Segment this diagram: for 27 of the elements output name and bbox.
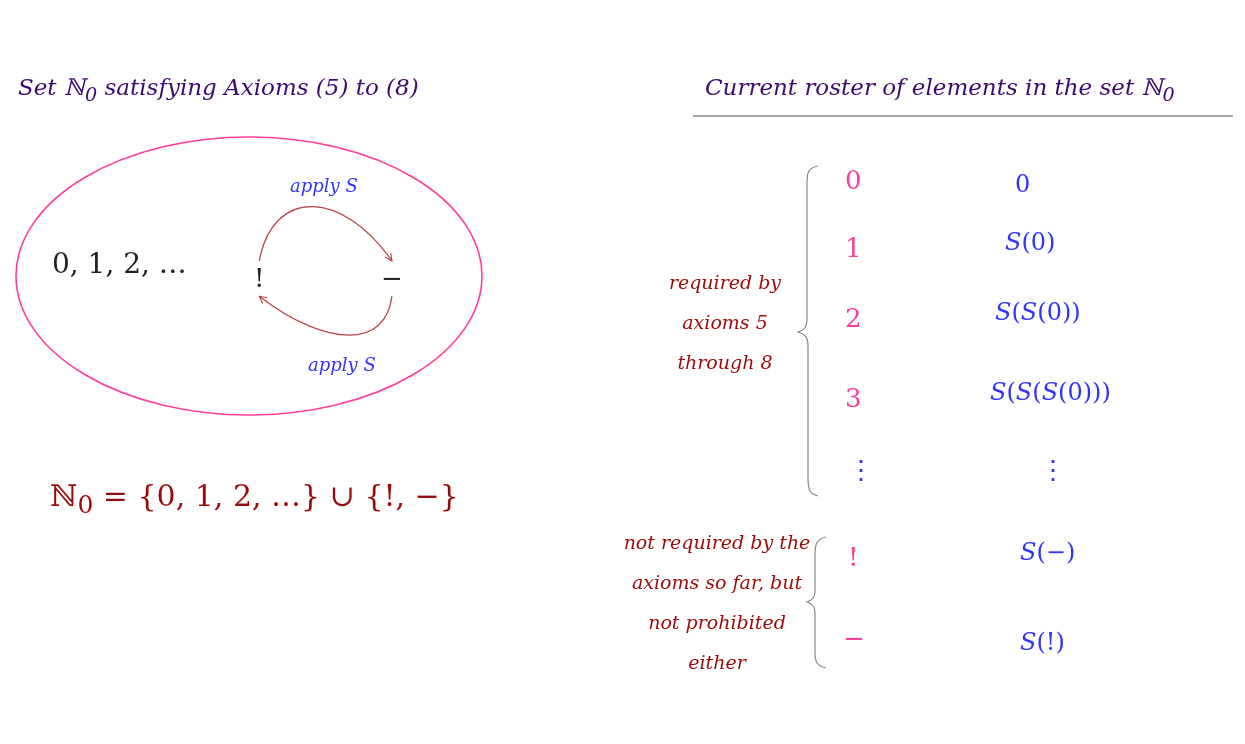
vertical-ellipsis: ⋮ xyxy=(848,455,874,485)
successor-term: 0 xyxy=(1015,170,1031,198)
successor-term: S(0) xyxy=(1005,228,1056,256)
successor-term: S(S(0)) xyxy=(995,298,1081,326)
successor-term: S(!) xyxy=(1020,628,1065,656)
vertical-ellipsis: ⋮ xyxy=(1040,455,1066,485)
element-numeral: 0 xyxy=(845,165,862,195)
successor-term: S(S(S(0))) xyxy=(990,378,1111,406)
edge-label: apply S xyxy=(306,354,378,375)
set-ellipse xyxy=(14,135,484,417)
arrow xyxy=(258,295,393,336)
element-numeral: 3 xyxy=(845,383,862,413)
element-symbol: ! xyxy=(848,542,859,572)
set-element: − xyxy=(381,263,403,295)
heading: Current roster of elements in the set ℕ$_{0}$ xyxy=(705,74,1175,106)
set-element: 0, 1, 2, … xyxy=(52,247,187,281)
successor-term: S(−) xyxy=(1020,538,1076,566)
set-equation: ℕ$_{0}$ = {0, 1, 2, …} ∪ {!, −} xyxy=(50,478,459,519)
edge-label: apply S xyxy=(288,175,360,196)
bracket-note: not required by the axioms so far, but not prohibited either xyxy=(622,530,812,675)
arrow xyxy=(258,206,393,262)
element-numeral: 1 xyxy=(845,233,862,263)
element-symbol: − xyxy=(843,623,865,653)
element-numeral: 2 xyxy=(845,303,862,333)
set-element: ! xyxy=(254,263,265,295)
bracket-note: required by axioms 5 through 8 xyxy=(667,270,783,375)
heading: Set ℕ$_{0}$ satisfying Axioms (5) to (8) xyxy=(18,74,419,106)
